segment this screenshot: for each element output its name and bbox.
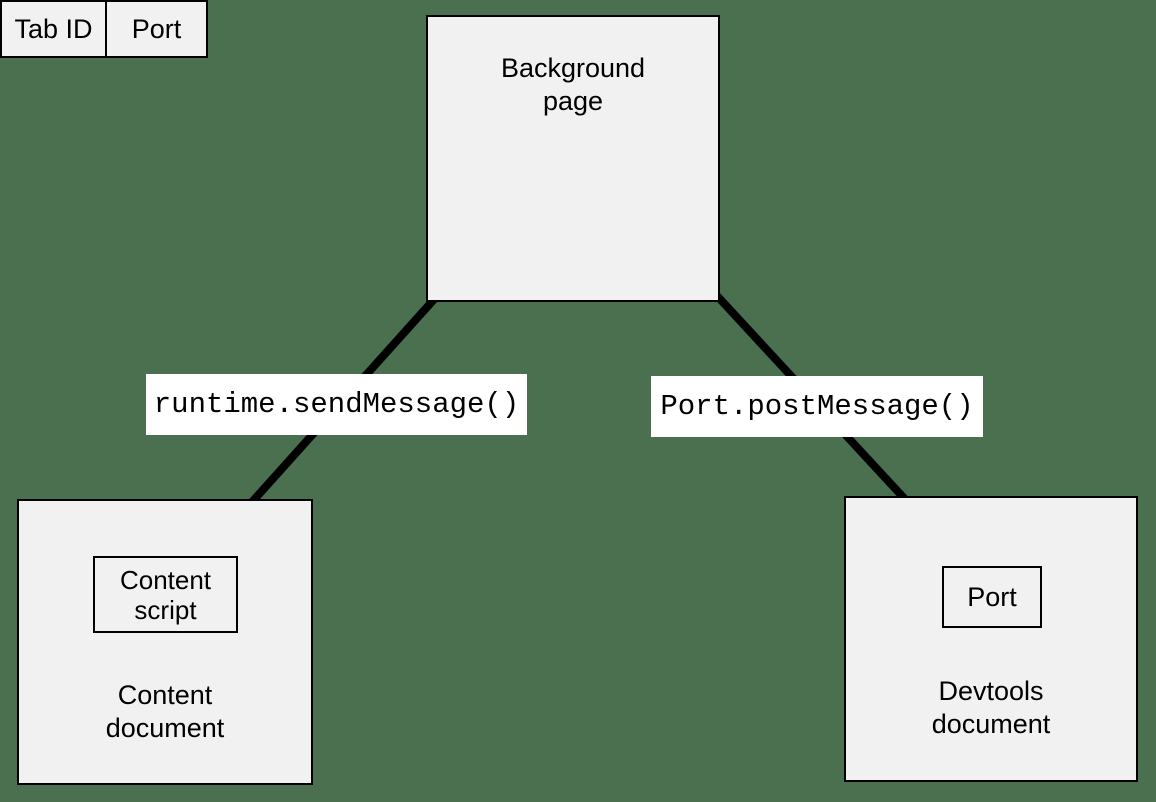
devtools-port-label: Port <box>967 582 1017 612</box>
edge-label-port-postmessage: Port.postMessage() <box>651 376 983 437</box>
content-script-label: Content script <box>119 564 212 625</box>
tab-id-label: Tab ID <box>14 14 93 44</box>
devtools-document-label: Devtools document <box>931 676 1051 739</box>
background-page-label: Background page <box>500 53 646 116</box>
background-port-cell: Port <box>105 0 208 58</box>
devtools-document-box <box>844 496 1138 782</box>
devtools-port-box: Port <box>942 566 1042 628</box>
edge-label-runtime-sendmessage: runtime.sendMessage() <box>146 374 527 435</box>
background-page-box <box>426 15 720 302</box>
background-port-label: Port <box>131 14 182 44</box>
background-page-port-table: Tab ID Port <box>0 0 208 58</box>
content-document-box <box>17 499 313 785</box>
tab-id-cell: Tab ID <box>0 0 107 58</box>
content-script-box: Content script <box>93 556 238 633</box>
content-document-label: Content document <box>105 680 225 743</box>
